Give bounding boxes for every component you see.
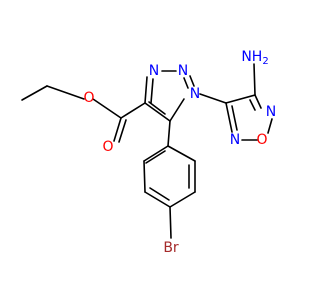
bond-c4-n3-double xyxy=(150,78,154,104)
label-n-oxadiazole-right: N xyxy=(266,104,276,120)
bond-ph-c1-c2 xyxy=(143,145,169,162)
bond-c5-c4-double xyxy=(148,101,166,115)
bond-ch3-ch2 xyxy=(21,85,48,101)
bond-ch2-o xyxy=(46,85,85,100)
label-o-ester-ether: O xyxy=(83,90,94,106)
bond-c4-ester xyxy=(120,102,146,119)
bonds xyxy=(21,63,273,239)
label-br: Br xyxy=(163,240,179,256)
molecule-diagram: N N N O O NH2 N O N Br xyxy=(21,49,276,256)
bond-oxa-n-c3 xyxy=(225,102,233,133)
bond-ph-br xyxy=(169,206,172,239)
bond-n1-c5 xyxy=(169,98,185,122)
bond-oxa-n-c3-double xyxy=(231,105,238,131)
label-n-triazole-top-left: N xyxy=(149,63,159,79)
bond-ph-c6-c1 xyxy=(167,145,196,162)
label-n-oxadiazole-left: N xyxy=(230,132,240,148)
label-o-carbonyl: O xyxy=(102,139,113,155)
bond-ph-c1-c2-double xyxy=(145,150,166,164)
bond-c-ester-o-carbonyl xyxy=(113,117,122,142)
label-o-oxadiazole: O xyxy=(256,132,267,148)
bond-ph-c4-c5 xyxy=(169,191,196,208)
label-n-triazole-1: N xyxy=(190,86,200,102)
bond-c5-phenyl xyxy=(167,120,171,147)
bond-ph-c3-c4 xyxy=(144,191,171,208)
label-n-triazole-top-right: N xyxy=(178,63,188,79)
label-nh2-main: NH xyxy=(241,49,262,65)
label-nh2-subscript: 2 xyxy=(262,56,268,67)
bond-ph-c2-c3 xyxy=(143,160,146,193)
bond-ph-c3-c4-double xyxy=(149,187,170,201)
bond-o-c-ester xyxy=(92,98,122,119)
bond-c4-n3 xyxy=(144,76,148,104)
bond-oxa-c4-n-double xyxy=(249,99,256,111)
bond-c4-nh2 xyxy=(253,63,256,96)
bond-n2-n1-double xyxy=(183,77,189,89)
bond-oxa-n-o xyxy=(267,118,273,134)
bond-c5-c4 xyxy=(144,102,171,122)
atom-labels: N N N O O NH2 N O N Br xyxy=(83,49,276,256)
label-nh2: NH2 xyxy=(241,49,268,67)
bond-n1-oxadiazole xyxy=(199,93,227,104)
bond-oxa-c3-c4 xyxy=(225,94,256,104)
bond-c-ester-o-carbonyl-double xyxy=(118,119,127,143)
bond-n2-n1 xyxy=(189,75,195,87)
bond-oxa-c4-n xyxy=(254,94,262,109)
